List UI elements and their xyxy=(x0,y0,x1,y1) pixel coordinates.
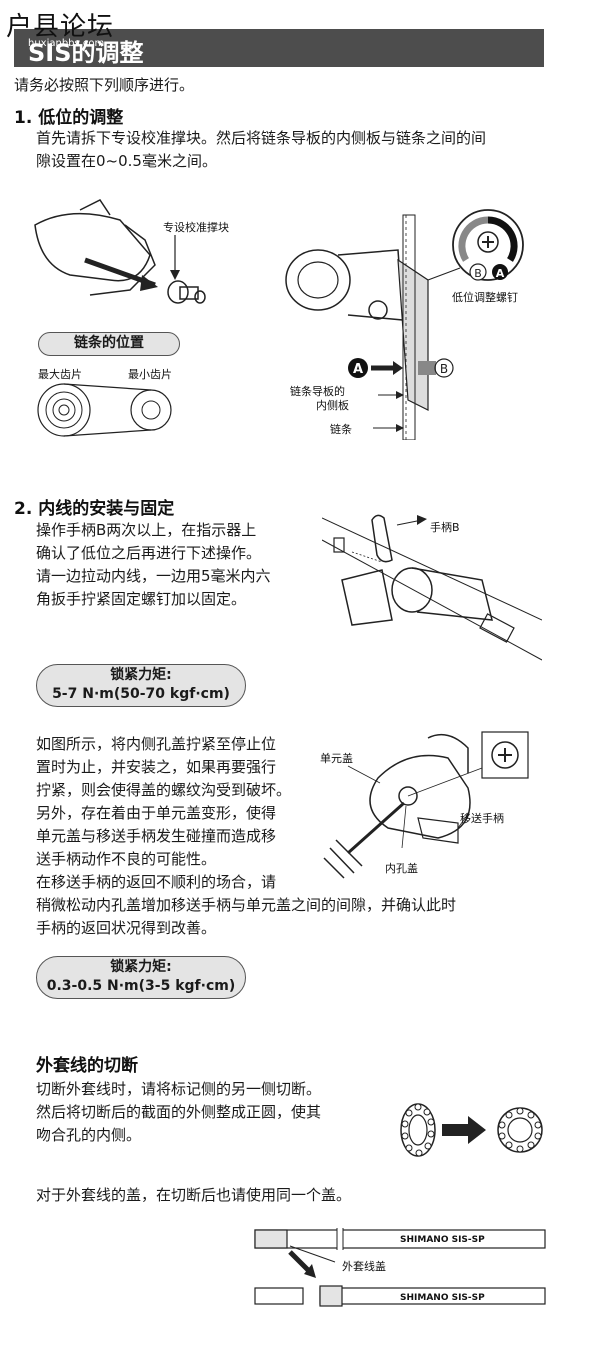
section2-text-line2: 确认了低位之后再进行下述操作。 xyxy=(36,544,262,562)
spacer-label: 专设校准撑块 xyxy=(163,221,229,234)
section3-text-line1: 切断外套线时，请将标记侧的另一侧切断。 xyxy=(36,1080,322,1098)
section2-text-line1: 操作手柄B两次以上，在指示器上 xyxy=(36,521,257,539)
brand-mark-top: SHIMANO SIS-SP xyxy=(400,1235,485,1245)
spacer-removal-figure xyxy=(34,199,206,304)
svg-text:B: B xyxy=(474,267,482,280)
svg-text:A: A xyxy=(353,362,363,377)
brand-mark-bottom: SHIMANO SIS-SP xyxy=(400,1293,485,1303)
section2-heading: 2. 内线的安装与固定 xyxy=(14,499,175,519)
intro-text: 请务必按照下列顺序进行。 xyxy=(14,76,195,94)
para-line1: 如图所示，将内侧孔盖拧紧至停止位 xyxy=(36,735,277,753)
inner-plate-label-line2: 内侧板 xyxy=(316,399,349,412)
page-title: SIS的调整 xyxy=(28,39,144,67)
para-line5: 单元盖与移送手柄发生碰撞而造成移 xyxy=(36,827,277,845)
torque1-value: 5-7 N·m(50-70 kgf·cm) xyxy=(52,686,230,702)
shifter-cable-figure xyxy=(322,514,542,661)
torque2-title: 锁紧力矩: xyxy=(110,959,172,975)
para-line8: 稍微松动内孔盖增加移送手柄与单元盖之间的间隙，并确认此时 xyxy=(36,896,457,914)
section2-text-line3: 请一边拉动内线，一边用5毫米内六 xyxy=(36,567,271,585)
section2-text-line4: 角扳手拧紧固定螺钉加以固定。 xyxy=(36,590,247,608)
section3-heading: 外套线的切断 xyxy=(36,1056,138,1076)
inner-plate-label-line1: 链条导板的 xyxy=(290,385,345,398)
arrow-right-icon xyxy=(442,1124,468,1136)
unit-cover-label: 单元盖 xyxy=(320,752,353,765)
low-adjust-screw-label: 低位调整螺钉 xyxy=(452,291,518,304)
inner-cap-figure xyxy=(323,731,529,879)
housing-cut-figure xyxy=(400,1103,543,1157)
para-line6: 送手柄动作不良的可能性。 xyxy=(36,850,217,868)
para-line7: 在移送手柄的返回不顺利的场合，请 xyxy=(36,873,277,891)
smallest-sprocket-label: 最小齿片 xyxy=(128,368,172,381)
para-line9: 手柄的返回状况得到改善。 xyxy=(36,919,217,937)
chain-position-pill: 链条的位置 xyxy=(38,332,180,356)
section1-heading: 1. 低位的调整 xyxy=(14,108,124,128)
svg-text:B: B xyxy=(440,362,448,376)
title-bar: SIS的调整 xyxy=(14,29,544,67)
housing-cap-figure xyxy=(254,1228,546,1307)
derailleur-figure: A B B A xyxy=(285,209,524,440)
torque1-pill: 锁紧力矩: 5-7 N·m(50-70 kgf·cm) xyxy=(36,664,246,707)
circle-a-icon xyxy=(348,358,368,378)
screw-head-icon xyxy=(368,300,388,320)
svg-text:A: A xyxy=(496,267,505,280)
torque2-pill: 锁紧力矩: 0.3-0.5 N·m(3-5 kgf·cm) xyxy=(36,956,246,999)
lever-b-label: 手柄B xyxy=(430,521,460,534)
section3-text-line3: 吻合孔的内侧。 xyxy=(36,1126,142,1144)
housing-cap-label: 外套线盖 xyxy=(342,1260,386,1273)
chain-position-figure xyxy=(37,383,172,437)
largest-sprocket-label: 最大齿片 xyxy=(38,368,82,381)
watermark-url: huxianbbs.com xyxy=(28,38,105,49)
para-line2: 置时为止，并安装之，如果再要强行 xyxy=(36,758,277,776)
section3-text-line2: 然后将切断后的截面的外侧整成正圆，使其 xyxy=(36,1103,322,1121)
cap-note: 对于外套线的盖，在切断后也请使用同一个盖。 xyxy=(36,1186,352,1204)
chain-label: 链条 xyxy=(330,423,352,436)
para-line3: 拧紧，则会使得盖的螺纹沟受到破坏。 xyxy=(36,781,292,799)
torque2-value: 0.3-0.5 N·m(3-5 kgf·cm) xyxy=(46,978,236,994)
para-line4: 另外，存在着由于单元盖变形，使得 xyxy=(36,804,277,822)
torque1-title: 锁紧力矩: xyxy=(110,667,172,683)
watermark-logo: 户县论坛 xyxy=(6,12,115,42)
feed-lever-label: 移送手柄 xyxy=(460,812,504,825)
inner-cap-label: 内孔盖 xyxy=(385,862,418,875)
screw-head-icon xyxy=(491,741,519,769)
section1-text-line1: 首先请拆下专设校准撑块。然后将链条导板的内侧板与链条之间的间 xyxy=(36,129,487,147)
circle-b-icon xyxy=(434,358,454,378)
section1-text-line2: 隙设置在0~0.5毫米之间。 xyxy=(36,152,217,170)
